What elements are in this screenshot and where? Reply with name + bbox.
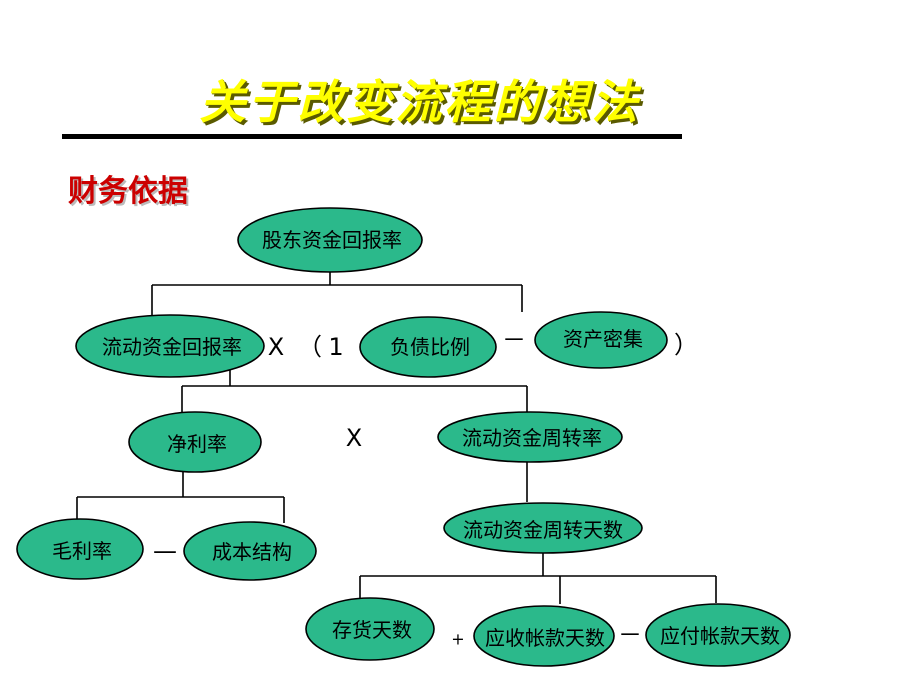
node-capital-turnover-days-label: 流动资金周转天数 [463,518,623,542]
title-underline [62,134,682,139]
edge-net-margin-branch [76,470,285,523]
operator-multiply-1: X [268,333,284,361]
node-net-margin-label: 净利率 [167,432,227,456]
node-debt-ratio-label: 负债比例 [390,335,470,359]
operator-plus: + [451,630,464,649]
node-inventory-days: 存货天数 [305,597,435,661]
slide-title: 关于改变流程的想法 [199,75,641,129]
operator-open-paren: （ [298,333,322,361]
node-debt-ratio: 负债比例 [359,316,497,378]
node-gross-margin: 毛利率 [16,518,144,580]
node-capital-turnover: 流动资金周转率 [437,411,623,463]
node-receivable-days: 应收帐款天数 [473,605,615,667]
node-capital-turnover-days: 流动资金周转天数 [443,502,643,554]
node-payable-days-label: 应付帐款天数 [660,624,780,648]
edge-days-branch [359,553,717,604]
node-asset-intensity-label: 资产密集 [563,327,643,351]
node-roce-label: 流动资金回报率 [102,335,242,359]
operator-close-paren: ） [674,331,698,359]
node-payable-days: 应付帐款天数 [645,603,791,667]
section-heading: 财务依据 [68,174,188,209]
operator-minus-3: － [618,621,642,649]
edge-roce-branch [181,368,528,413]
operator-minus-2: — [153,537,177,565]
node-gross-margin-label: 毛利率 [52,539,112,563]
node-roe-label: 股东资金回报率 [262,228,402,252]
node-roce: 流动资金回报率 [75,314,265,378]
operator-multiply-2: X [346,424,362,452]
node-capital-turnover-label: 流动资金周转率 [462,426,602,450]
node-net-margin: 净利率 [128,411,262,473]
node-inventory-days-label: 存货天数 [332,618,412,642]
node-receivable-days-label: 应收帐款天数 [485,626,605,650]
node-cost-structure: 成本结构 [183,521,317,581]
node-roe: 股东资金回报率 [237,207,423,273]
node-asset-intensity: 资产密集 [534,311,668,369]
operator-one: 1 [328,333,343,361]
operator-minus-1: － [502,326,526,354]
node-cost-structure-label: 成本结构 [212,540,292,564]
